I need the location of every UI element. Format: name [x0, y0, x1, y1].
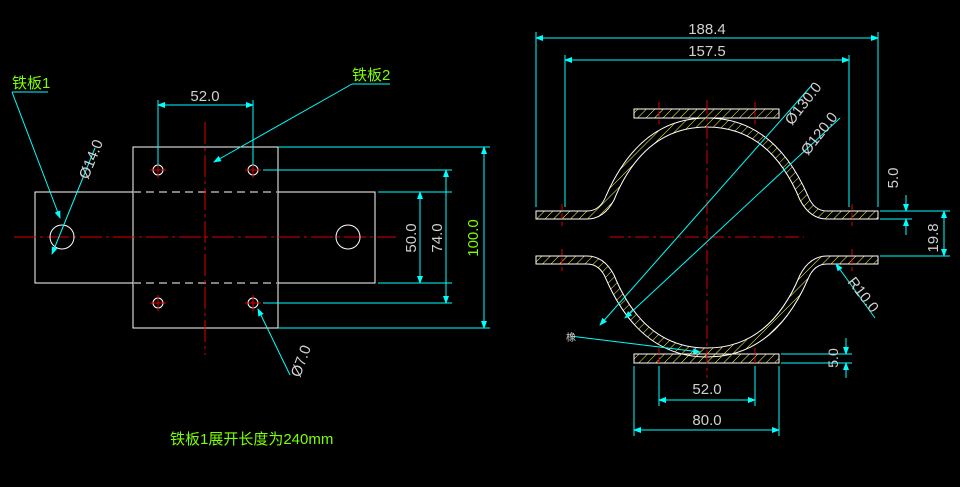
- left-view: 52.0 50.0 74.0 100.0 铁板1 铁板2 Ø14.0: [11, 66, 490, 448]
- dim-radius-text: R10.0: [844, 274, 882, 316]
- dim-small-hole-dia-text: Ø7.0: [288, 343, 315, 379]
- rv-dim-top: [535, 32, 879, 207]
- rv-dim-bottom: [569, 335, 852, 436]
- dim-74-text: 74.0: [429, 223, 446, 252]
- rv-bolt-centers: [561, 102, 853, 370]
- note-unfold-length: 铁板1展开长度为240mm: [170, 430, 333, 448]
- dim-100-text: 100.0: [465, 219, 482, 257]
- dim-bottom-spacing-text: 52.0: [692, 381, 721, 398]
- large-hole-left: [49, 224, 75, 250]
- lower-clamp: [535, 255, 879, 358]
- dim-gap-text: 19.8: [925, 223, 942, 252]
- large-hole-right: [335, 224, 361, 250]
- label-small-text: 橡: [566, 331, 576, 344]
- upper-clamp: [535, 117, 879, 220]
- rv-dim-right: [835, 195, 950, 319]
- dim-total-width-text: 188.4: [688, 21, 726, 38]
- dim-50-text: 50.0: [403, 223, 420, 252]
- dim-hole-dia-text: Ø14.0: [76, 137, 107, 181]
- rv-diameter-leaders: [599, 84, 841, 326]
- right-view: 188.4 157.5 Ø130.0 Ø120.0 5.0 19.8 R10.0: [535, 21, 950, 436]
- label-plate1: 铁板1: [12, 74, 50, 92]
- dim-hole-spacing: [157, 100, 254, 165]
- dim-vertical-right: [263, 146, 490, 329]
- dim-hole-spacing-text: 52.0: [190, 88, 219, 105]
- leader-lines: [11, 83, 390, 376]
- dim-bottom-width-text: 80.0: [692, 412, 721, 429]
- dim-inner-width-text: 157.5: [688, 43, 726, 60]
- dim-thickness-top-text: 5.0: [885, 168, 902, 189]
- label-plate2: 铁板2: [352, 66, 390, 84]
- dim-thickness-bottom-text: 5.0: [825, 348, 841, 368]
